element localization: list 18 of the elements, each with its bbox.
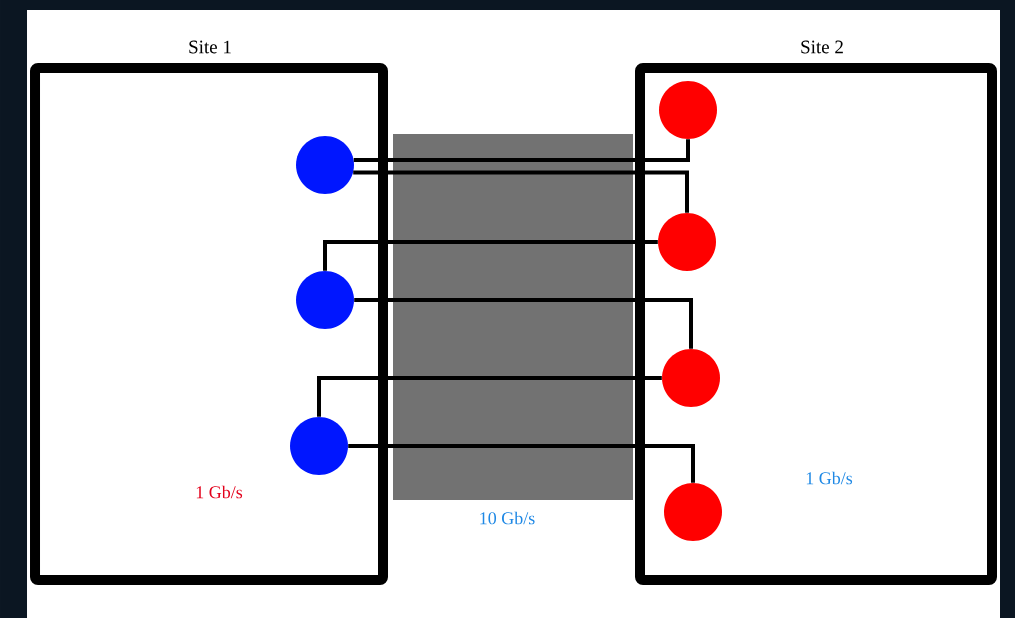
connector-line [354,298,693,349]
site-box: Site 2 1 Gb/s [635,40,997,585]
node-label: Site 1 [189,40,231,54]
endpoint-circle [296,136,354,194]
site-box: Site 1 1 Gb/s [30,40,388,585]
endpoint-circle [290,417,348,475]
node-label: Site 2 [801,40,843,54]
connector-line [323,240,658,271]
connector-line [348,444,695,483]
endpoint-circle [659,81,717,139]
endpoint-circle [296,271,354,329]
endpoint-circle [662,349,720,407]
endpoint-circle [658,213,716,271]
connector-line [353,170,689,213]
endpoint-circle [664,483,722,541]
speed-label: 10 Gb/s [480,511,535,525]
connector-line [353,139,690,162]
connector-line [317,376,662,417]
